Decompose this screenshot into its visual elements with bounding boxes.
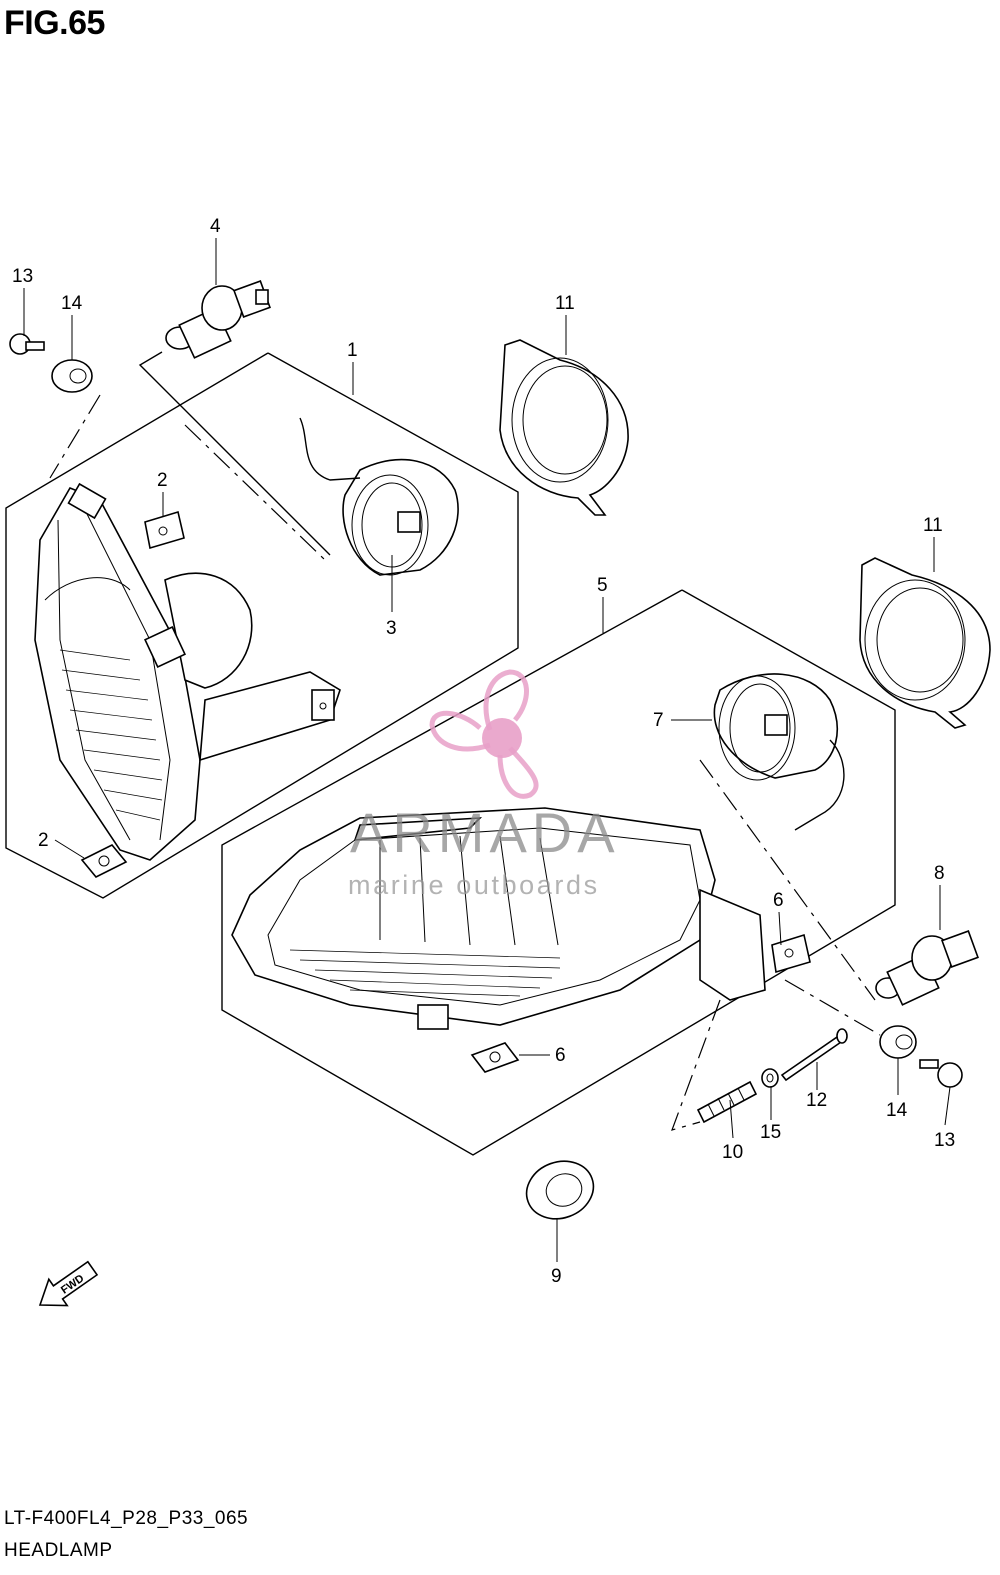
assembly-5-outline — [221, 589, 896, 1156]
callout-2-lower: 2 — [38, 830, 49, 851]
callout-4: 4 — [210, 216, 221, 237]
bulb-4-leader-box — [138, 351, 331, 556]
figure-name: HEADLAMP — [4, 1540, 113, 1561]
grommet-14-left — [51, 359, 93, 393]
seal-ring-9 — [525, 1160, 595, 1220]
callout-14-right: 14 — [886, 1100, 908, 1121]
left-headlamp-unit — [34, 482, 341, 861]
clip-6-lower — [470, 1042, 520, 1073]
figure-code: LT-F400FL4_P28_P33_065 — [4, 1508, 249, 1529]
retaining-ring-11-top — [499, 339, 629, 516]
callout-13-left: 13 — [12, 266, 33, 287]
figure-title: FIG.65 — [4, 4, 105, 42]
screw-hole-line-left — [49, 394, 101, 479]
callout-11-top: 11 — [555, 293, 575, 314]
washer-15 — [761, 1068, 779, 1088]
screw-13-right — [919, 1059, 963, 1088]
screw-hole-line-right — [784, 979, 881, 1036]
callout-12: 12 — [806, 1090, 827, 1111]
callout-10: 10 — [722, 1142, 743, 1163]
callout-6-lower: 6 — [555, 1045, 566, 1066]
callout-3: 3 — [386, 618, 397, 639]
spring-10 — [696, 1080, 758, 1124]
clip-2-lower — [80, 843, 128, 879]
grommet-14-right — [879, 1025, 917, 1059]
retaining-ring-11-right — [859, 557, 991, 729]
callout-7: 7 — [653, 710, 664, 731]
fwd-direction-arrow: FWD — [38, 1260, 99, 1307]
right-headlamp-unit — [231, 807, 766, 1030]
callout-6-upper: 6 — [773, 890, 784, 911]
callout-8: 8 — [934, 863, 945, 884]
clip-2-upper — [144, 510, 185, 550]
callout-13-right: 13 — [934, 1130, 955, 1151]
adjust-screw-12 — [780, 1028, 848, 1082]
callout-2-upper: 2 — [157, 470, 168, 491]
clip-6-upper — [771, 933, 811, 974]
callout-11-right: 11 — [923, 515, 943, 536]
callout-9: 9 — [551, 1266, 562, 1287]
bulb-socket-7 — [713, 673, 845, 831]
callout-15: 15 — [760, 1122, 781, 1143]
bulb-socket-3 — [299, 417, 459, 576]
assembly-1-outline — [5, 352, 519, 899]
bulb-8 — [875, 930, 979, 1006]
bulb-4-axis-line — [184, 424, 326, 561]
bulb-4 — [165, 280, 271, 359]
screw-13-left — [9, 333, 45, 355]
callout-5: 5 — [597, 575, 608, 596]
callout-1: 1 — [347, 340, 358, 361]
leader-lines — [23, 238, 951, 1262]
callout-14-left: 14 — [61, 293, 83, 314]
bulb-8-axis-line — [699, 759, 876, 1001]
spring-axis-line — [671, 999, 721, 1131]
